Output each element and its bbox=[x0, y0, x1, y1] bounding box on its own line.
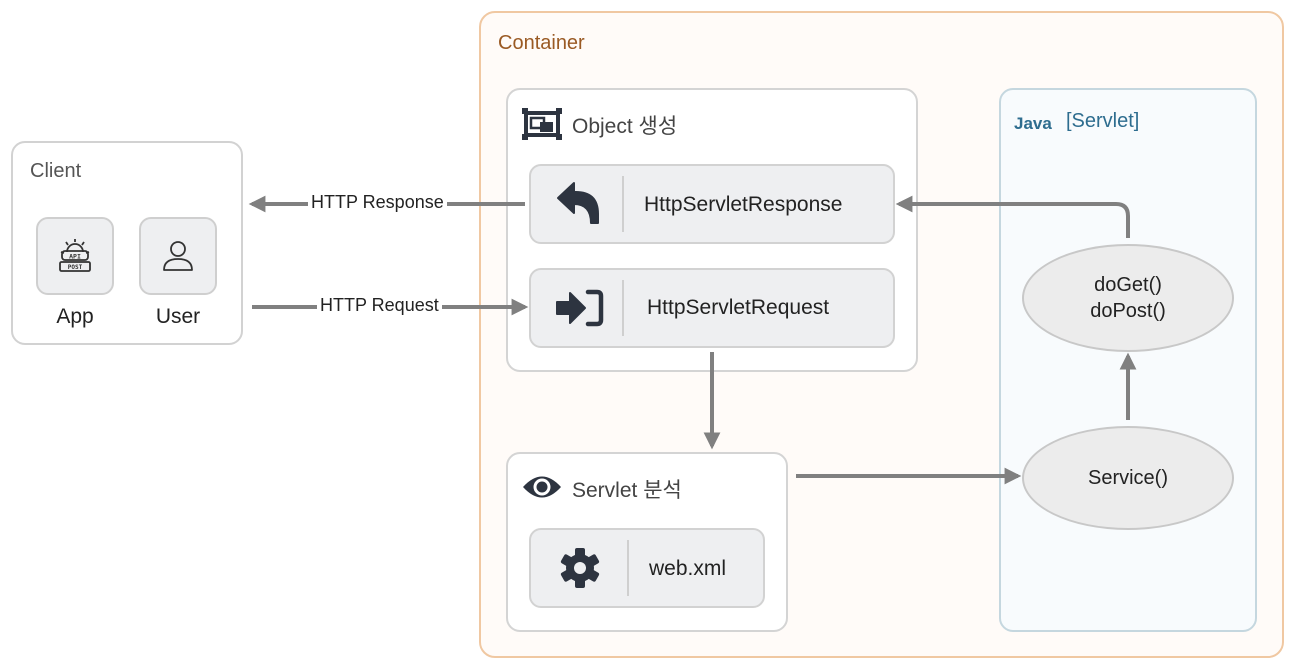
container-title: Container bbox=[498, 32, 585, 54]
http-servlet-request-label: HttpServletRequest bbox=[647, 296, 830, 319]
object-creation-title: Object 생성 bbox=[572, 115, 678, 138]
row-divider bbox=[622, 280, 624, 336]
http-request-label: HTTP Request bbox=[317, 295, 442, 316]
service-node: Service() bbox=[1022, 426, 1234, 530]
app-tile: API POST bbox=[36, 217, 114, 295]
api-gear-icon: API POST bbox=[59, 239, 91, 272]
user-label: User bbox=[155, 305, 201, 328]
java-servlet-title: [Servlet] bbox=[1066, 110, 1140, 132]
row-divider bbox=[627, 540, 629, 596]
client-title: Client bbox=[30, 160, 82, 182]
do-post-label: doPost() bbox=[1090, 300, 1166, 322]
http-servlet-response-label: HttpServletResponse bbox=[644, 193, 843, 216]
row-divider bbox=[622, 176, 624, 232]
post-icon-text: POST bbox=[68, 264, 83, 271]
gear-icon bbox=[560, 548, 600, 588]
user-tile bbox=[139, 217, 217, 295]
servlet-analysis-title: Servlet 분석 bbox=[572, 479, 682, 502]
eye-icon bbox=[523, 476, 561, 498]
object-layers-icon bbox=[522, 108, 562, 140]
api-icon-text: API bbox=[69, 253, 81, 261]
http-servlet-request-row bbox=[529, 268, 895, 348]
java-logo: Java bbox=[1014, 114, 1052, 133]
sign-in-icon bbox=[556, 289, 604, 327]
web-xml-label: web.xml bbox=[649, 557, 727, 580]
do-get-label: doGet() bbox=[1094, 274, 1162, 296]
service-label: Service() bbox=[1087, 467, 1168, 489]
do-to-response-arrow bbox=[895, 195, 1130, 238]
http-response-label: HTTP Response bbox=[308, 192, 447, 213]
app-label: App bbox=[56, 305, 94, 328]
do-methods-node: doGet() doPost() bbox=[1022, 244, 1234, 352]
user-icon bbox=[163, 241, 193, 271]
reply-icon bbox=[557, 182, 599, 224]
